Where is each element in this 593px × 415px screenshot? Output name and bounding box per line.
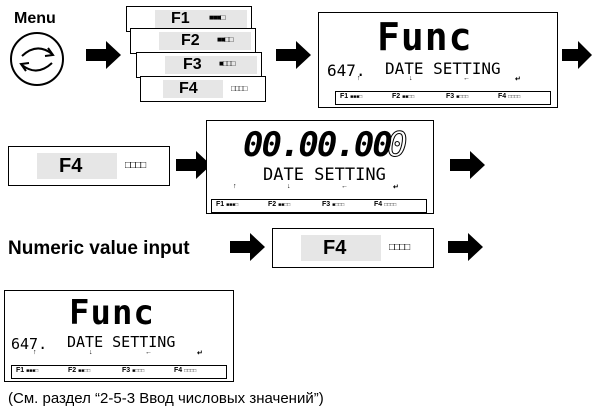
down-arrow-icon: ↓ [287,183,291,190]
down-arrow-icon: ↓ [409,75,413,82]
bar-f3-label: F3 [122,367,131,374]
bar-f2-label: F2 [268,201,277,208]
lcd-fkey-bar: F1 ■■■□ F2 ■■□□ F3 ■□□□ F4 □□□□ [211,199,427,213]
lcd-menu-code: 647. [327,61,366,80]
bar-f2-dots: ■■□□ [78,368,91,374]
bar-f1-label: F1 [216,201,225,208]
lcd-menu-text: DATE SETTING [385,59,501,78]
bar-f3-label: F3 [446,93,455,100]
f4-key[interactable]: F4 □□□□ [8,146,170,186]
lcd-menu-code: 647. [11,335,48,353]
f1-key[interactable]: F1 ■■■□ [126,6,252,32]
bar-f4-dots: □□□□ [184,368,197,374]
down-arrow-icon: ↓ [89,349,93,356]
f2-indicator: ■■□□ [217,35,233,44]
bar-f4-dots: □□□□ [508,94,521,100]
bar-f2-dots: ■■□□ [278,202,291,208]
lcd-date-digits: 00.00.00 [243,125,393,165]
bar-f1-dots: ■■■□ [26,368,39,374]
bar-f4-dots: □□□□ [384,202,397,208]
bar-f4-label: F4 [498,93,507,100]
lcd-func-display: Func 647. DATE SETTING ↑ ↓ ← ↵ F1 ■■■□ F… [318,12,558,108]
f4-key[interactable]: F4 □□□□ [140,76,266,102]
f2-key[interactable]: F2 ■■□□ [130,28,256,54]
footnote: (См. раздел “2-5-3 Ввод числовых значени… [8,390,324,407]
bar-f1-dots: ■■■□ [226,202,239,208]
flow-arrow-icon [450,151,485,179]
bar-f1-label: F1 [16,367,25,374]
f3-key[interactable]: F3 ■□□□ [136,52,262,78]
numeric-input-label: Numeric value input [8,238,190,259]
f4-key[interactable]: F4 □□□□ [272,228,434,268]
lcd-fkey-bar: F1 ■■■□ F2 ■■□□ F3 ■□□□ F4 □□□□ [11,365,227,379]
f1-indicator: ■■■□ [209,13,225,22]
f3-label: F3 [183,56,202,73]
lcd-date-text: DATE SETTING [263,165,386,185]
menu-cycle-icon [10,32,64,86]
bar-f3-dots: ■□□□ [332,202,345,208]
f4-indicator: □□□□ [231,84,247,93]
lcd-main-text: Func [377,15,473,59]
function-key-stack: F1 ■■■□ F2 ■■□□ F3 ■□□□ F4 □□□□ [126,6,266,102]
flow-arrow-icon [276,41,311,69]
bar-f2-dots: ■■□□ [402,94,415,100]
enter-arrow-icon: ↵ [393,184,399,191]
bar-f4-label: F4 [174,367,183,374]
f1-label: F1 [171,10,190,27]
flow-arrow-icon [448,233,483,261]
bar-f2-label: F2 [392,93,401,100]
bar-f1-label: F1 [340,93,349,100]
lcd-main-text: Func [69,293,155,333]
lcd-func-display: Func 647. DATE SETTING ↑ ↓ ← ↵ F1 ■■■□ F… [4,290,234,382]
flow-arrow-icon [562,41,592,69]
flow-arrow-icon [176,151,211,179]
f4-label: F4 [59,155,83,177]
menu-label: Menu [14,10,56,27]
enter-arrow-icon: ↵ [197,350,203,357]
up-arrow-icon: ↑ [233,183,237,190]
lcd-date-display: 00.00.00 0 DATE SETTING ↑ ↓ ← ↵ F1 ■■■□ … [206,120,434,214]
lcd-blink-digit: 0 [386,125,408,166]
enter-arrow-icon: ↵ [515,76,521,83]
up-arrow-icon: ↑ [33,349,37,356]
left-arrow-icon: ← [145,349,152,356]
bar-f4-label: F4 [374,201,383,208]
f4-indicator: □□□□ [125,160,146,171]
flow-arrow-icon [86,41,121,69]
left-arrow-icon: ← [463,75,470,82]
f4-label: F4 [323,237,347,259]
bar-f3-dots: ■□□□ [132,368,145,374]
left-arrow-icon: ← [341,183,348,190]
f3-indicator: ■□□□ [219,59,235,68]
bar-f3-dots: ■□□□ [456,94,469,100]
bar-f1-dots: ■■■□ [350,94,363,100]
f4-indicator: □□□□ [389,242,410,253]
up-arrow-icon: ↑ [357,75,361,82]
bar-f2-label: F2 [68,367,77,374]
lcd-fkey-bar: F1 ■■■□ F2 ■■□□ F3 ■□□□ F4 □□□□ [335,91,551,105]
lcd-menu-text: DATE SETTING [67,333,176,351]
bar-f3-label: F3 [322,201,331,208]
f4-label: F4 [179,80,198,97]
f2-label: F2 [181,32,200,49]
flow-arrow-icon [230,233,265,261]
menu-key[interactable]: Menu [6,10,68,90]
